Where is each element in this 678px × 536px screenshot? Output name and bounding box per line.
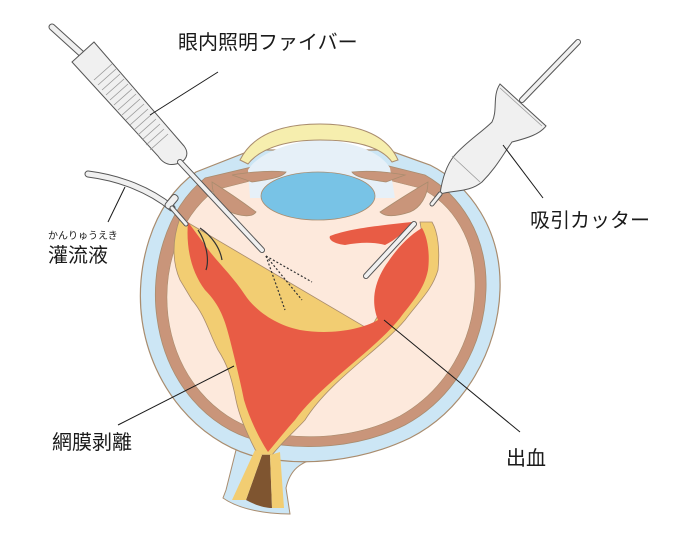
- irrigation-tube: [84, 170, 176, 212]
- iris-left: [231, 170, 287, 183]
- hemorrhage-upper: [329, 222, 412, 245]
- label-irrigation-ruby: かんりゅうえき: [48, 231, 118, 242]
- retina-and-hemorrhage: [173, 217, 440, 508]
- label-retinal-detachment: 網膜剥離: [52, 430, 132, 454]
- cutter-handle: [439, 83, 547, 195]
- hemorrhage-main: [187, 222, 429, 452]
- leader-suction-cutter: [502, 144, 544, 199]
- lens: [260, 171, 376, 221]
- optic-nerve-retina: [232, 450, 284, 508]
- light-beams: [265, 255, 313, 311]
- leader-endoillumination: [149, 71, 219, 116]
- iris-right: [351, 170, 407, 183]
- leader-irrigation: [107, 186, 126, 223]
- irrigation-cannula-instrument: [84, 170, 223, 271]
- label-endoillumination-fiber: 眼内照明ファイバー: [178, 30, 358, 54]
- cornea: [239, 123, 399, 165]
- endoillumination-fiber-instrument: [48, 23, 313, 311]
- optic-nerve: [246, 455, 272, 508]
- suction-cutter-instrument: [363, 39, 581, 279]
- label-irrigation-fluid: 灌流液: [48, 243, 108, 267]
- leader-hemorrhage: [383, 319, 521, 433]
- detached-retina-flap: [197, 229, 209, 271]
- label-suction-cutter: 吸引カッター: [530, 208, 650, 232]
- fiber-handle: [71, 41, 188, 165]
- label-hemorrhage: 出血: [506, 446, 546, 470]
- ciliary-body-right: [379, 181, 429, 217]
- leader-lines: [107, 71, 544, 433]
- handle-grip-lines: [93, 63, 169, 151]
- leader-retinal-detachment: [117, 365, 235, 426]
- cannula-hub: [164, 194, 179, 210]
